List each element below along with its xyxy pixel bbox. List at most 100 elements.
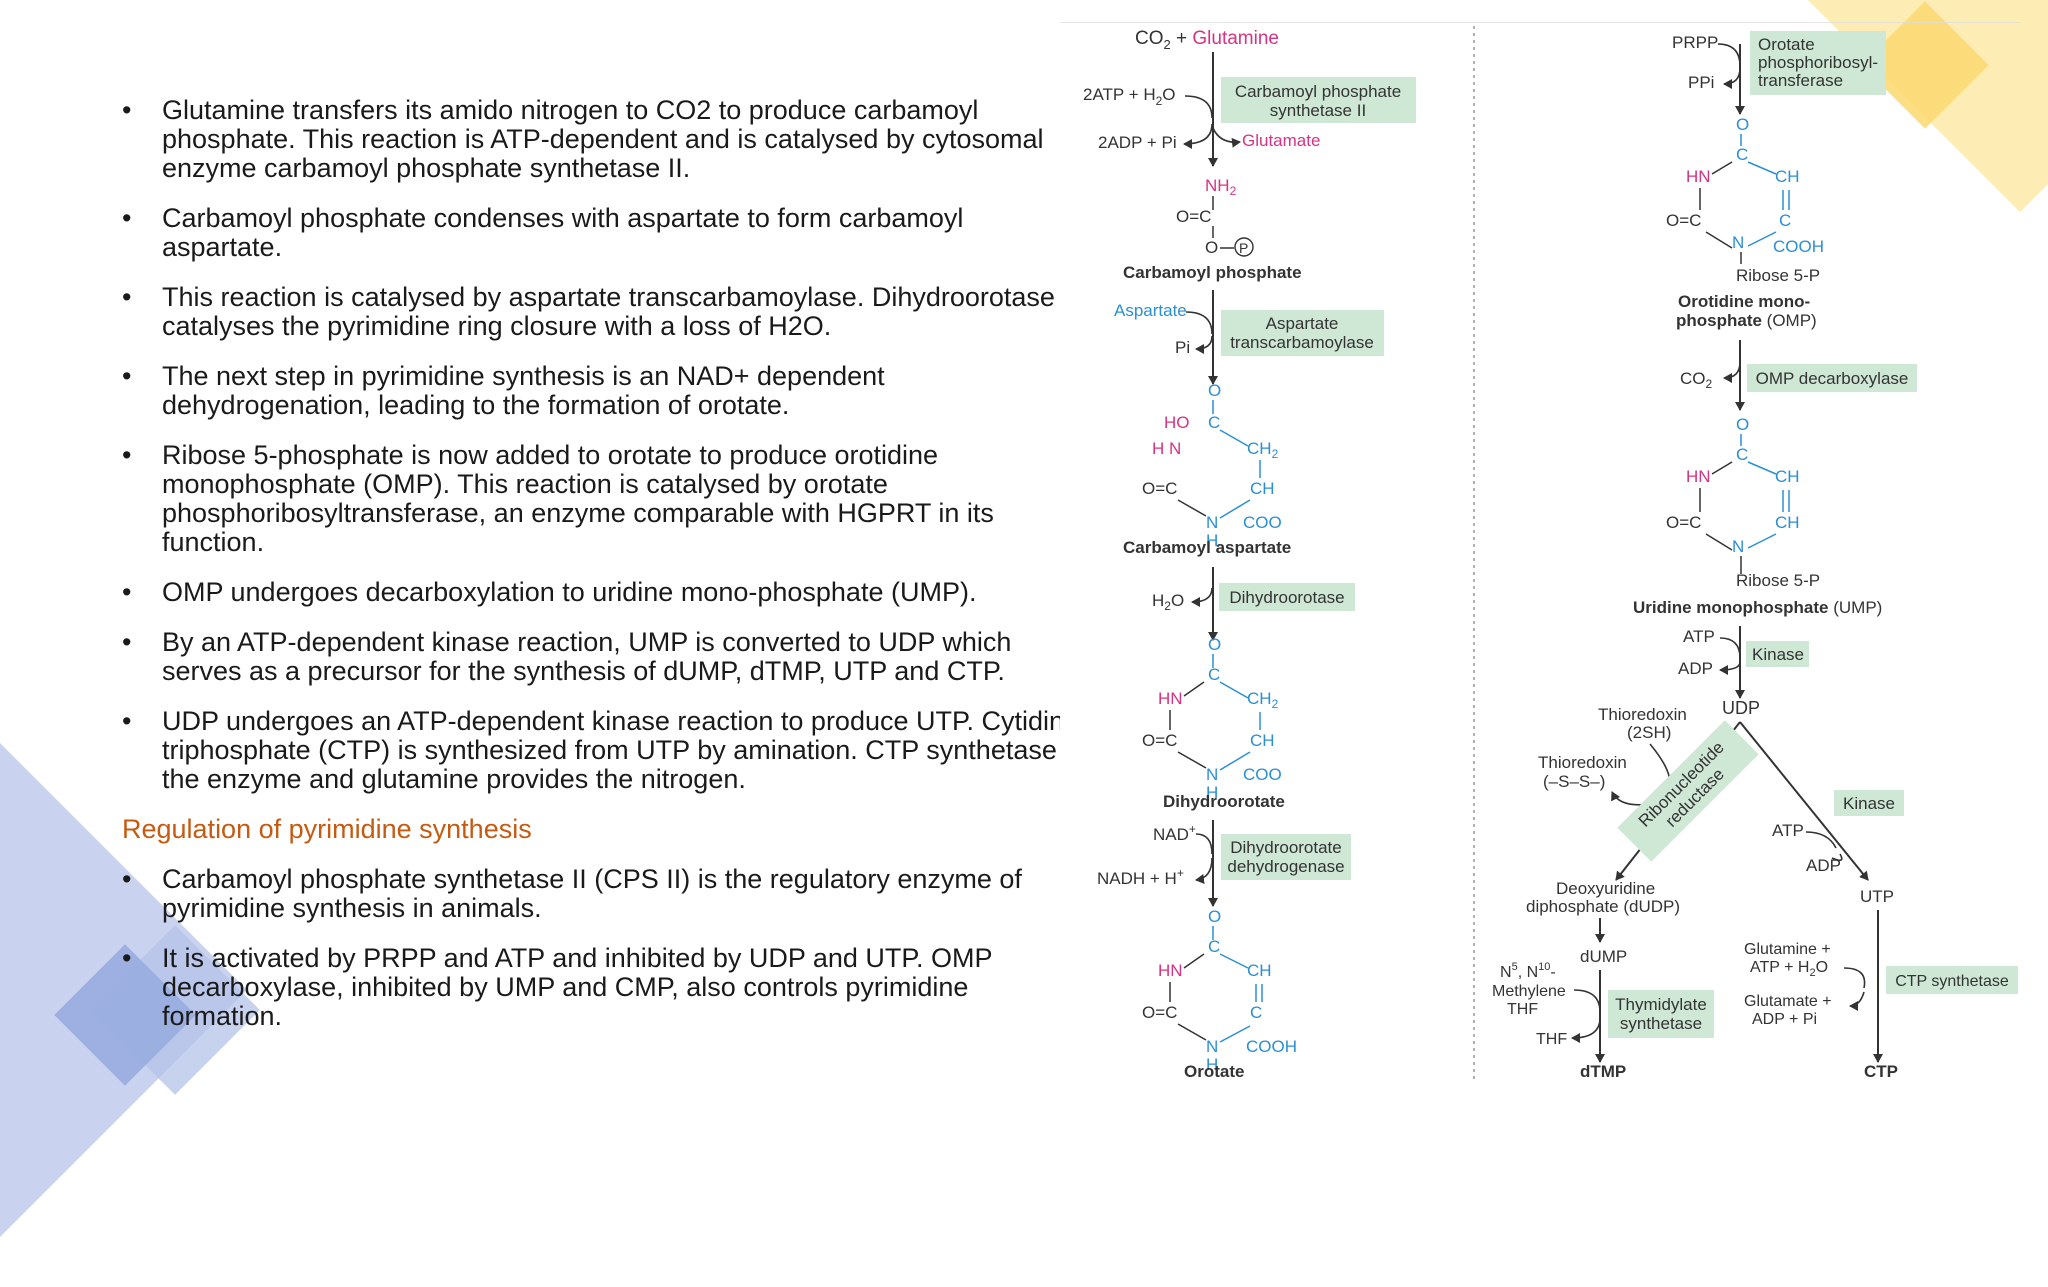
kinase2-output-arrow	[1831, 853, 1843, 862]
label-utp: UTP	[1860, 887, 1894, 906]
svg-text:O=C: O=C	[1176, 207, 1211, 226]
svg-text:COO: COO	[1243, 513, 1282, 532]
svg-text:COOH: COOH	[1773, 237, 1824, 256]
label-carbamoyl-aspartate: Carbamoyl aspartate	[1123, 538, 1291, 557]
orotate-structure: O C HN CH O=C C N H COOH	[1142, 907, 1297, 1074]
ctp-output-line2: ADP + Pi	[1752, 1011, 1817, 1028]
bullet-item: By an ATP-dependent kinase reaction, UMP…	[122, 628, 1060, 686]
arrow-udp-to-utp	[1739, 721, 1869, 881]
svg-text:CH2: CH2	[1247, 689, 1279, 711]
enzyme-box-omp-decarboxylase	[1747, 364, 1917, 392]
ts-input-line2: Methylene	[1492, 983, 1566, 1000]
svg-text:CH2: CH2	[1247, 439, 1279, 461]
svg-text:C: C	[1208, 937, 1220, 956]
ctp-output-arrow	[1849, 991, 1865, 1011]
kinase2-input-arrow	[1805, 831, 1837, 849]
enzyme-oprt-line2: phosphoribosyl-	[1758, 53, 1878, 72]
bullet-item: UDP undergoes an ATP-dependent kinase re…	[122, 707, 1060, 794]
left-column: CO2 + Glutamine 2ATP + H2O 2ADP + Pi Glu…	[1083, 28, 1416, 1081]
label-udp: UDP	[1722, 698, 1760, 718]
label-carbamoyl-phosphate: Carbamoyl phosphate	[1123, 263, 1302, 282]
step2-output-arrow	[1195, 335, 1213, 354]
enzyme-box-cps2	[1221, 77, 1416, 123]
svg-text:O: O	[1736, 115, 1749, 134]
carbamoyl-phosphate-structure: NH2 O=C O P	[1176, 176, 1254, 257]
svg-text:CH: CH	[1250, 479, 1275, 498]
step7-input-arrow	[1719, 637, 1741, 659]
step4-output-arrow	[1195, 857, 1213, 884]
bullet-item: It is activated by PRPP and ATP and inhi…	[122, 944, 1060, 1031]
ts-output-arrow	[1571, 1017, 1601, 1043]
start-substrates: CO2 + Glutamine	[1135, 28, 1279, 52]
svg-text:H N: H N	[1152, 439, 1181, 458]
bullet-item: This reaction is catalysed by aspartate …	[122, 283, 1060, 341]
step1-glutamate: Glutamate	[1242, 131, 1320, 150]
label-dihydroorotate: Dihydroorotate	[1163, 792, 1285, 811]
enzyme-oprt-line1: Orotate	[1758, 35, 1815, 54]
step5-input: PRPP	[1672, 33, 1718, 52]
svg-text:C: C	[1736, 145, 1748, 164]
label-omp-line1: Orotidine mono-	[1678, 292, 1810, 311]
svg-text:C: C	[1208, 665, 1220, 684]
svg-text:H: H	[1206, 531, 1218, 550]
step4-output: NADH + H+	[1097, 866, 1184, 888]
step1-input: 2ATP + H2O	[1083, 85, 1176, 108]
enzyme-box-ctp-synthetase	[1886, 966, 2018, 994]
svg-text:C: C	[1779, 211, 1791, 230]
enzyme-atc-line2: transcarbamoylase	[1230, 333, 1374, 352]
svg-text:H: H	[1206, 1055, 1218, 1074]
svg-text:O: O	[1208, 381, 1221, 400]
svg-text:O=C: O=C	[1666, 211, 1701, 230]
omp-structure: O C HN CH O=C C N COOH Ribose 5-P	[1666, 115, 1824, 285]
ts-input-line3: THF	[1507, 1001, 1538, 1018]
enzyme-dihydroorotase: Dihydroorotase	[1229, 588, 1344, 607]
label-dudp-line2: diphosphate (dUDP)	[1526, 897, 1680, 916]
enzyme-box-atc	[1221, 310, 1384, 356]
label-dtmp: dTMP	[1580, 1062, 1626, 1081]
svg-text:CH: CH	[1775, 513, 1800, 532]
svg-text:CH: CH	[1247, 961, 1272, 980]
ctp-input-line2: ATP + H2O	[1750, 959, 1828, 979]
enzyme-dhodh-line1: Dihydroorotate	[1230, 838, 1342, 857]
bullet-item: OMP undergoes decarboxylation to uridine…	[122, 578, 1060, 607]
kinase2-input: ATP	[1772, 821, 1804, 840]
slide-text-body: Glutamine transfers its amido nitrogen t…	[122, 96, 1060, 1052]
right-column: PRPP PPi Orotate phosphoribosyl- transfe…	[1492, 31, 2018, 1081]
ts-input-arrow	[1573, 989, 1601, 1013]
step7-output-arrow	[1719, 661, 1741, 675]
svg-text:Ribose 5-P: Ribose 5-P	[1736, 266, 1820, 285]
step3-output-arrow	[1191, 587, 1213, 607]
step1-output: 2ADP + Pi	[1098, 133, 1177, 152]
bullet-item: The next step in pyrimidine synthesis is…	[122, 362, 1060, 420]
svg-text:COO: COO	[1243, 765, 1282, 784]
enzyme-atc-line1: Aspartate	[1266, 314, 1339, 333]
svg-text:N: N	[1206, 1037, 1218, 1056]
step2-input-arrow	[1185, 311, 1213, 335]
svg-text:COOH: COOH	[1246, 1037, 1297, 1056]
step1-input-arrow	[1184, 95, 1213, 119]
enzyme-cps2-line2: synthetase II	[1270, 101, 1366, 120]
svg-text:C: C	[1208, 413, 1220, 432]
enzyme-ts-line1: Thymidylate	[1615, 995, 1707, 1014]
label-dudp-line1: Deoxyuridine	[1556, 879, 1655, 898]
bullet-item: Glutamine transfers its amido nitrogen t…	[122, 96, 1060, 183]
bullet-item: Ribose 5-phosphate is now added to orota…	[122, 441, 1060, 557]
enzyme-ts-line2: synthetase	[1620, 1014, 1702, 1033]
step5-output-arrow	[1723, 67, 1741, 89]
svg-text:O=C: O=C	[1142, 731, 1177, 750]
svg-text:HN: HN	[1686, 167, 1711, 186]
enzyme-box-oprt	[1750, 31, 1886, 95]
bullet-list-synthesis: Glutamine transfers its amido nitrogen t…	[122, 96, 1060, 794]
svg-text:O=C: O=C	[1142, 479, 1177, 498]
svg-text:HO: HO	[1164, 413, 1190, 432]
svg-text:NH2: NH2	[1205, 176, 1237, 198]
svg-text:C: C	[1736, 445, 1748, 464]
enzyme-cps2-line1: Carbamoyl phosphate	[1235, 82, 1401, 101]
thioredoxin-reduced-line2: (2SH)	[1627, 723, 1671, 742]
enzyme-box-kinase1	[1746, 641, 1809, 667]
step2-output: Pi	[1175, 338, 1190, 357]
ts-output: THF	[1536, 1031, 1567, 1048]
step5-input-arrow	[1717, 43, 1741, 67]
label-dump: dUMP	[1580, 947, 1627, 966]
thioredoxin-oxidized-line1: Thioredoxin	[1538, 753, 1627, 772]
